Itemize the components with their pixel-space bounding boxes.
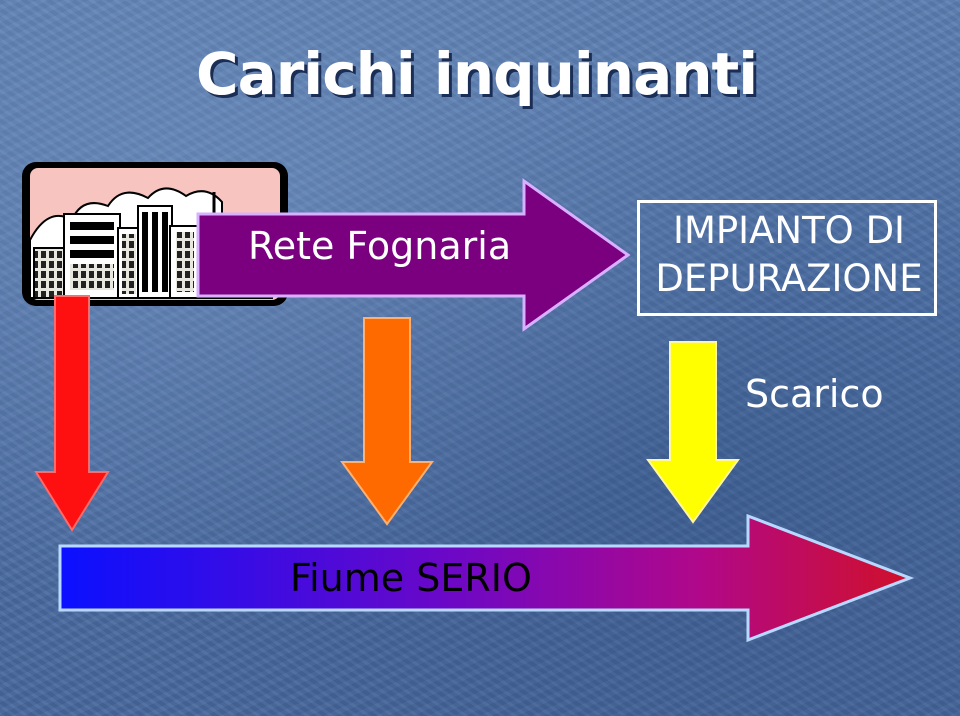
scarico-label: Scarico xyxy=(745,372,884,416)
fiume-river-arrow xyxy=(58,513,915,643)
slide-title: Carichi inquinanti xyxy=(196,40,758,108)
rete-fognaria-arrow xyxy=(196,178,631,332)
impianto-box xyxy=(637,200,937,316)
red-down-arrow xyxy=(34,295,110,532)
orange-down-arrow xyxy=(340,317,434,526)
impianto-label: IMPIANTO DI DEPURAZIONE xyxy=(655,209,923,300)
fiume-label: Fiume SERIO xyxy=(290,556,532,600)
yellow-down-arrow xyxy=(646,341,740,524)
rete-fognaria-label: Rete Fognaria xyxy=(248,224,512,268)
